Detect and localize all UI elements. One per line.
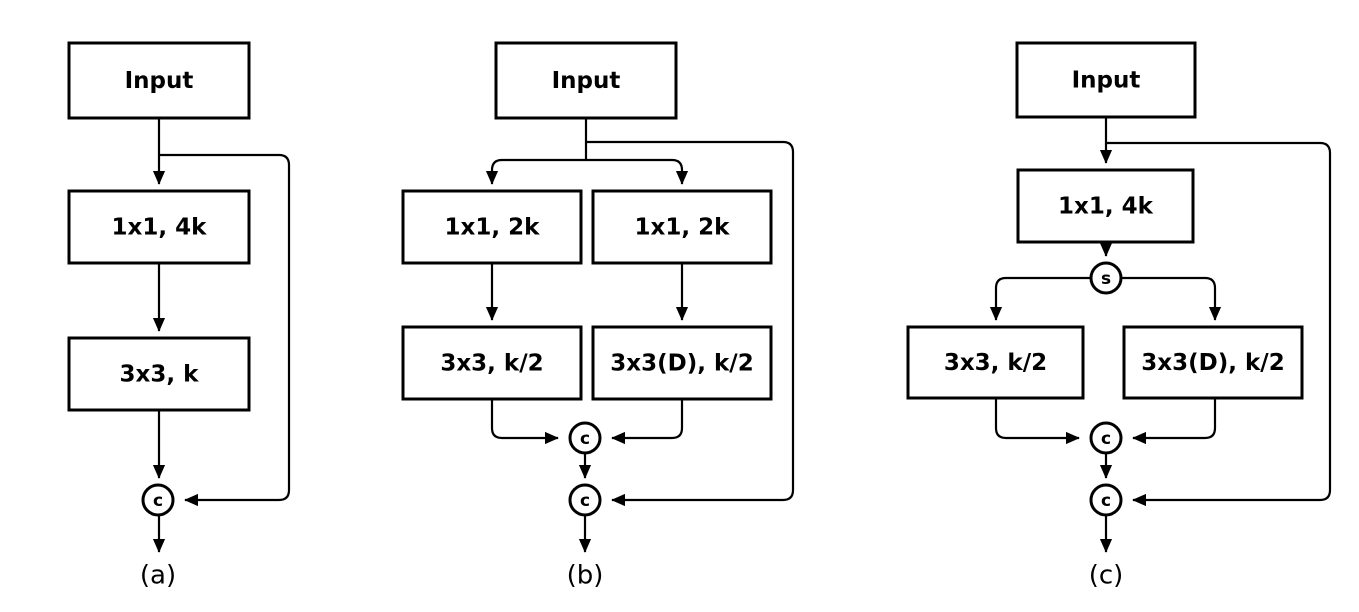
node-label-c-conv1: 1x1, 4k <box>1058 194 1154 220</box>
node-b-conv2r: 3x3(D), k/2 <box>591 325 773 401</box>
panel-caption-panel-b: (b) <box>567 560 604 590</box>
op-a-concat: c <box>141 483 175 517</box>
node-b-conv1r: 1x1, 2k <box>591 189 773 265</box>
node-b-conv2l: 3x3, k/2 <box>401 325 583 401</box>
op-b-concat1: c <box>568 421 602 455</box>
node-a-conv2: 3x3, k <box>67 336 251 412</box>
op-circle-a-concat <box>141 483 175 517</box>
node-box-c-input <box>1015 41 1197 119</box>
node-label-c-input: Input <box>1072 68 1141 94</box>
node-label-b-conv2l: 3x3, k/2 <box>440 351 543 377</box>
connector-b-skip-branch <box>586 140 795 507</box>
node-box-c-conv2r <box>1122 325 1304 400</box>
connector-b-merge-right <box>611 399 684 445</box>
connector-c-merge-right <box>1132 398 1217 445</box>
node-box-c-conv1 <box>1016 168 1195 244</box>
op-label-c-concat1: c <box>1101 429 1111 449</box>
connector-c-split-right <box>1121 276 1222 321</box>
node-label-a-input: Input <box>125 68 194 94</box>
panel-caption-panel-a: (a) <box>140 560 176 590</box>
edges-layer <box>152 117 1332 553</box>
op-b-concat2: c <box>568 483 602 517</box>
boxes-layer: Input 1x1, 4k 3x3, k Input 1x1, 2k 1x1, 2k 3x3… <box>67 41 1304 412</box>
node-box-b-conv2l <box>401 325 583 401</box>
op-circle-b-concat2 <box>568 483 602 517</box>
node-box-b-conv2r <box>591 325 773 401</box>
op-label-c-concat2: c <box>1101 491 1111 511</box>
connector-c-split-left <box>989 276 1091 321</box>
node-c-conv1: 1x1, 4k <box>1016 168 1195 244</box>
node-box-a-input <box>67 41 251 120</box>
node-c-input: Input <box>1015 41 1197 119</box>
node-label-a-conv2: 3x3, k <box>120 362 200 388</box>
op-label-c-split: s <box>1101 269 1111 289</box>
node-c-conv2l: 3x3, k/2 <box>906 325 1085 400</box>
node-b-conv1l: 1x1, 2k <box>401 189 583 265</box>
op-circle-c-concat1 <box>1089 421 1123 455</box>
node-label-c-conv2r: 3x3(D), k/2 <box>1141 350 1284 376</box>
node-box-b-input <box>494 41 678 120</box>
node-b-input: Input <box>494 41 678 120</box>
node-a-conv1: 1x1, 4k <box>67 189 251 265</box>
node-a-input: Input <box>67 41 251 120</box>
node-box-b-conv1l <box>401 189 583 265</box>
connector-a-skip-branch <box>159 153 291 507</box>
op-c-concat2: c <box>1089 483 1123 517</box>
node-label-b-conv2r: 3x3(D), k/2 <box>610 351 753 377</box>
node-box-a-conv2 <box>67 336 251 412</box>
op-circle-b-concat1 <box>568 421 602 455</box>
connector-c-skip-branch <box>1106 141 1332 507</box>
node-box-b-conv1r <box>591 189 773 265</box>
panel-caption-panel-c: (c) <box>1089 560 1124 590</box>
node-label-a-conv1: 1x1, 4k <box>112 215 208 241</box>
node-label-b-conv1l: 1x1, 2k <box>445 215 541 241</box>
connector-b-split-left <box>485 158 587 185</box>
connector-b-split-right <box>585 158 689 185</box>
op-label-b-concat2: c <box>580 491 590 511</box>
op-label-a-concat: c <box>153 491 163 511</box>
connector-b-merge-left <box>490 399 559 445</box>
node-label-b-input: Input <box>552 68 621 94</box>
node-c-conv2r: 3x3(D), k/2 <box>1122 325 1304 400</box>
node-box-a-conv1 <box>67 189 251 265</box>
captions-layer: (a) (b) (c) <box>140 560 1123 590</box>
connector-c-merge-left <box>994 398 1080 445</box>
op-circle-c-split <box>1089 261 1123 295</box>
node-label-b-conv1r: 1x1, 2k <box>635 215 731 241</box>
node-label-c-conv2l: 3x3, k/2 <box>944 350 1047 376</box>
node-box-c-conv2l <box>906 325 1085 400</box>
op-c-split: s <box>1089 261 1123 295</box>
ops-layer: c c c s c c <box>141 261 1123 517</box>
op-circle-c-concat2 <box>1089 483 1123 517</box>
op-c-concat1: c <box>1089 421 1123 455</box>
op-label-b-concat1: c <box>580 429 590 449</box>
